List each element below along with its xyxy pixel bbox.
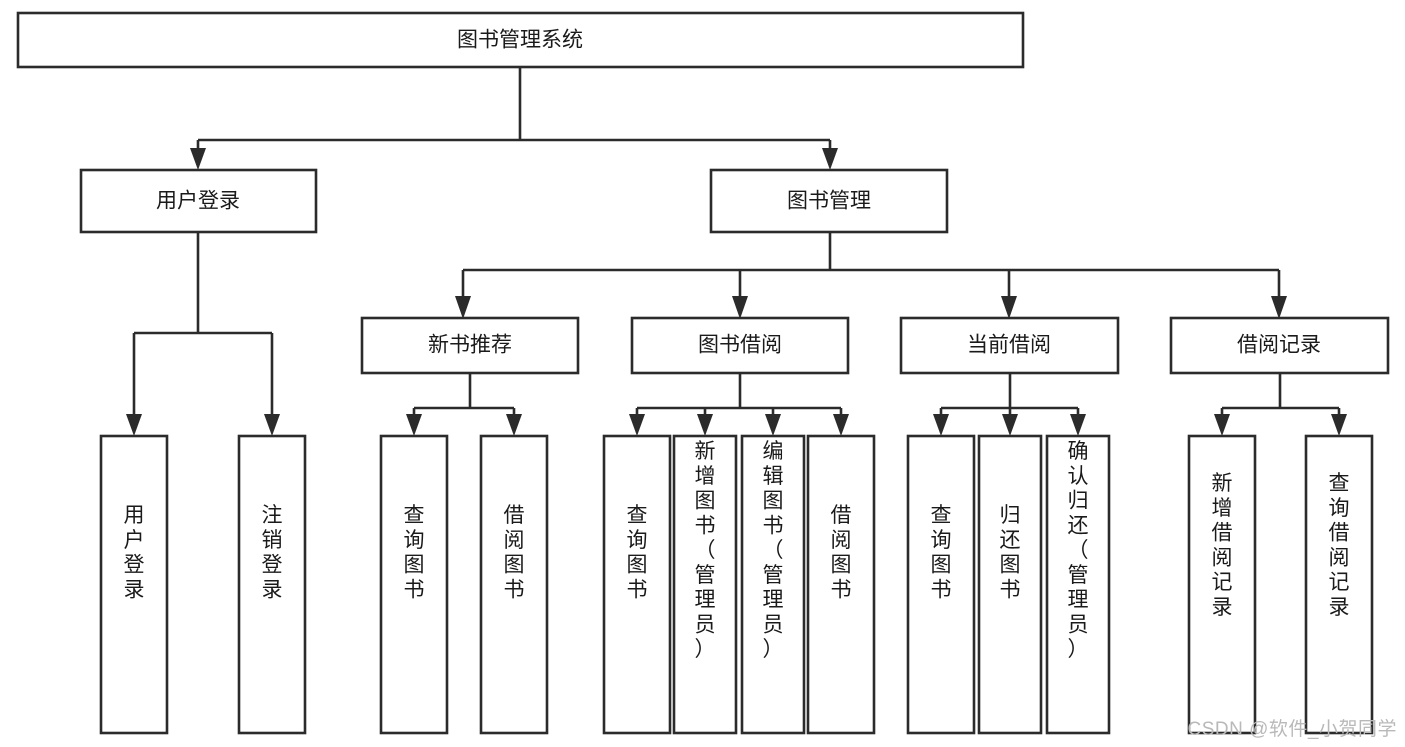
node-leaf-query-book-3-box[interactable] [906, 434, 976, 735]
node-leaf-user-login-box[interactable] [99, 434, 169, 735]
arrow-br-c1 [1214, 414, 1230, 436]
node-leaf-query-book-3-label: 查询图书 [931, 504, 952, 601]
node-leaf-user-login[interactable]: 用户登录 [99, 434, 169, 735]
node-leaf-user-login-label: 用户登录 [124, 504, 145, 601]
arrow-root-to-user-login [190, 148, 206, 170]
node-leaf-add-book[interactable]: 新增图书（管理员） [672, 434, 738, 735]
node-leaf-borrow-book-1[interactable]: 借阅图书 [479, 434, 549, 735]
node-book-manage[interactable]: 图书管理 [709, 168, 949, 234]
arrow-nbr-c2 [506, 414, 522, 436]
arrow-bm-to-book-borrow [732, 296, 748, 319]
node-new-book-recommend-label: 新书推荐 [428, 334, 512, 357]
node-user-login-box[interactable] [79, 168, 318, 234]
node-leaf-user-logout-label: 注销登录 [262, 504, 283, 601]
node-book-borrow[interactable]: 图书借阅 [630, 316, 850, 375]
arrow-br-c2 [1331, 414, 1347, 436]
node-current-borrow-box[interactable] [899, 316, 1120, 375]
node-leaf-add-record[interactable]: 新增借阅记录 [1187, 434, 1257, 735]
arrow-cb-c3 [1070, 414, 1086, 436]
leaf-nodes-layer: 用户登录 注销登录 查询图书 借阅图书 查询图书 新增图书（管理员） [99, 434, 1374, 735]
arrow-bm-to-current-borrow [1001, 296, 1017, 319]
arrow-bb-c3 [765, 414, 781, 436]
node-leaf-query-book-2-label: 查询图书 [627, 504, 648, 601]
node-leaf-query-book-1-label: 查询图书 [404, 504, 425, 601]
node-leaf-return-book-box[interactable] [977, 434, 1043, 735]
node-leaf-borrow-book-1-label: 借阅图书 [504, 504, 525, 601]
node-book-borrow-box[interactable] [630, 316, 850, 375]
arrow-bm-to-borrow-record [1271, 296, 1287, 319]
node-leaf-borrow-book-1-box[interactable] [479, 434, 549, 735]
node-leaf-query-book-2-box[interactable] [602, 434, 672, 735]
node-borrow-record-box[interactable] [1169, 316, 1390, 375]
node-leaf-query-record[interactable]: 查询借阅记录 [1304, 434, 1374, 735]
arrow-user-login-c2 [264, 414, 280, 436]
node-root-box[interactable] [16, 11, 1025, 69]
node-leaf-edit-book-box[interactable] [740, 434, 806, 735]
node-new-book-recommend[interactable]: 新书推荐 [360, 316, 580, 375]
node-leaf-query-book-1-box[interactable] [379, 434, 449, 735]
node-leaf-query-book-2[interactable]: 查询图书 [602, 434, 672, 735]
node-leaf-borrow-book-2-label: 借阅图书 [831, 504, 852, 601]
arrow-bb-c4 [833, 414, 849, 436]
node-leaf-edit-book[interactable]: 编辑图书（管理员） [740, 434, 806, 735]
node-book-manage-box[interactable] [709, 168, 949, 234]
node-leaf-query-book-3[interactable]: 查询图书 [906, 434, 976, 735]
node-new-book-recommend-box[interactable] [360, 316, 580, 375]
arrow-bb-c1 [629, 414, 645, 436]
node-book-borrow-label: 图书借阅 [698, 334, 782, 357]
node-leaf-borrow-book-2[interactable]: 借阅图书 [806, 434, 876, 735]
node-user-login[interactable]: 用户登录 [79, 168, 318, 234]
arrow-root-to-book-manage [822, 148, 838, 170]
node-leaf-add-book-box[interactable] [672, 434, 738, 735]
node-leaf-query-record-box[interactable] [1304, 434, 1374, 735]
node-borrow-record[interactable]: 借阅记录 [1169, 316, 1390, 375]
node-leaf-add-book-label: 新增图书（管理员） [695, 440, 716, 661]
arrow-cb-c1 [933, 414, 949, 436]
node-leaf-borrow-book-2-box[interactable] [806, 434, 876, 735]
arrow-bb-c2 [697, 414, 713, 436]
node-user-login-label: 用户登录 [156, 190, 240, 213]
node-leaf-confirm-return[interactable]: 确认归还（管理员） [1045, 434, 1111, 735]
node-leaf-query-record-label: 查询借阅记录 [1329, 472, 1350, 619]
node-leaf-return-book-label: 归还图书 [1000, 504, 1021, 601]
node-leaf-edit-book-label: 编辑图书（管理员） [763, 440, 784, 661]
node-leaf-user-logout[interactable]: 注销登录 [237, 434, 307, 735]
node-leaf-user-logout-box[interactable] [237, 434, 307, 735]
node-current-borrow-label: 当前借阅 [967, 334, 1051, 357]
node-root[interactable]: 图书管理系统 [16, 11, 1025, 69]
arrow-cb-c2 [1002, 414, 1018, 436]
node-root-label: 图书管理系统 [457, 29, 583, 52]
node-leaf-confirm-return-label: 确认归还（管理员） [1068, 440, 1089, 661]
node-leaf-add-record-box[interactable] [1187, 434, 1257, 735]
node-leaf-return-book[interactable]: 归还图书 [977, 434, 1043, 735]
arrow-nbr-c1 [406, 414, 422, 436]
node-leaf-query-book-1[interactable]: 查询图书 [379, 434, 449, 735]
node-book-manage-label: 图书管理 [787, 190, 871, 213]
arrow-user-login-c1 [126, 414, 142, 436]
node-leaf-add-record-label: 新增借阅记录 [1212, 472, 1233, 619]
node-leaf-confirm-return-box[interactable] [1045, 434, 1111, 735]
node-current-borrow[interactable]: 当前借阅 [899, 316, 1120, 375]
arrow-bm-to-new-book-recommend [455, 296, 471, 319]
node-borrow-record-label: 借阅记录 [1237, 334, 1321, 357]
connector-layer [126, 67, 1347, 436]
